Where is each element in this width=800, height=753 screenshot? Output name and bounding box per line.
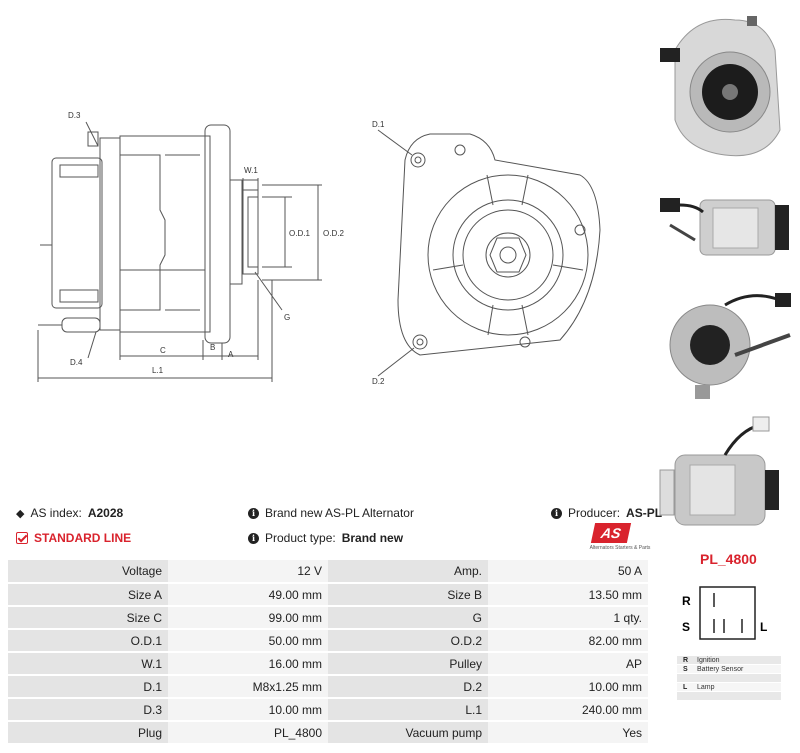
label-od2: O.D.2: [323, 229, 344, 238]
legend-value: Battery Sensor: [697, 665, 744, 673]
label-a: A: [228, 350, 234, 359]
spec-value: 12 V: [168, 560, 328, 584]
tag-icon: ◆: [16, 507, 25, 520]
info-icon: i: [248, 532, 259, 544]
spec-value: 49.00 mm: [168, 583, 328, 607]
spec-value: 50 A: [488, 560, 648, 584]
legend-value: Lamp: [697, 683, 715, 691]
spec-label: W.1: [8, 652, 168, 676]
info-icon: i: [248, 507, 259, 519]
spec-value: 10.00 mm: [168, 698, 328, 722]
spec-value: PL_4800: [168, 721, 328, 745]
producer-value: AS-PL: [626, 506, 663, 520]
standard-line-label: STANDARD LINE: [34, 531, 132, 545]
spec-value: 82.00 mm: [488, 629, 648, 653]
label-d2: D.2: [372, 377, 385, 386]
check-icon: [16, 532, 28, 544]
label-l1: L.1: [152, 366, 164, 375]
label-w1: W.1: [244, 166, 258, 175]
label-g: G: [284, 313, 290, 322]
as-pl-logo: AS Alternators Starters & Parts: [585, 523, 655, 553]
spec-label: Amp.: [328, 560, 488, 584]
label-d1: D.1: [372, 120, 385, 129]
producer-label: Producer:: [568, 506, 621, 520]
spec-label: Plug: [8, 721, 168, 745]
legend-row: [677, 692, 781, 701]
spec-value: 99.00 mm: [168, 606, 328, 630]
standard-line: STANDARD LINE: [16, 531, 131, 545]
spec-value: AP: [488, 652, 648, 676]
spec-label: L.1: [328, 698, 488, 722]
product-photo-side: [660, 198, 789, 256]
spec-label: Size A: [8, 583, 168, 607]
technical-drawing: D.3 D.4 D.1 D.2 W.1 O.D.1 O.D.2 G A B C …: [37, 111, 601, 386]
spec-value: M8x1.25 mm: [168, 675, 328, 699]
spec-value: Yes: [488, 721, 648, 745]
label-b: B: [210, 343, 215, 352]
spec-label: D.2: [328, 675, 488, 699]
pin-r-label: R: [682, 594, 691, 608]
as-index-label: AS index:: [30, 506, 82, 520]
spec-label: Size C: [8, 606, 168, 630]
legend-row: S Battery Sensor: [677, 665, 781, 674]
spec-label: O.D.2: [328, 629, 488, 653]
spec-label: Pulley: [328, 652, 488, 676]
label-d3: D.3: [68, 111, 81, 120]
producer: i Producer: AS-PL: [551, 506, 662, 520]
spec-label: Size B: [328, 583, 488, 607]
product-type-value: Brand new: [341, 531, 404, 545]
legend-row: [677, 674, 781, 683]
spec-label: G: [328, 606, 488, 630]
pin-s-label: S: [682, 620, 690, 634]
legend-row: R Ignition: [677, 656, 781, 665]
spec-label: D.1: [8, 675, 168, 699]
legend-key: R: [683, 656, 689, 664]
logo-mark: AS: [590, 523, 632, 543]
pin-l-label: L: [760, 620, 767, 634]
label-d4: D.4: [70, 358, 83, 367]
plug-diagram: R S L: [682, 586, 767, 640]
spec-label: O.D.1: [8, 629, 168, 653]
product-type: i Product type: Brand new: [248, 531, 403, 545]
as-index-value: A2028: [87, 506, 124, 520]
legend-row: L Lamp: [677, 683, 781, 692]
brand-info: i Brand new AS-PL Alternator: [248, 506, 414, 520]
product-photos: [655, 0, 800, 535]
spec-label: Voltage: [8, 560, 168, 584]
product-type-label: Product type:: [265, 531, 336, 545]
info-icon: i: [551, 507, 562, 519]
spec-value: 240.00 mm: [488, 698, 648, 722]
spec-value: 1 qty.: [488, 606, 648, 630]
legend-key: S: [683, 665, 688, 673]
plug-title: PL_4800: [700, 551, 757, 567]
product-photo-front: [660, 16, 781, 157]
spec-value: 16.00 mm: [168, 652, 328, 676]
spec-label: Vacuum pump: [328, 721, 488, 745]
product-photo-top: [659, 416, 779, 526]
legend-value: Ignition: [697, 656, 720, 664]
legend-key: L: [683, 683, 688, 691]
label-c: C: [160, 346, 166, 355]
spec-value: 50.00 mm: [168, 629, 328, 653]
brand-text: Brand new AS-PL Alternator: [265, 506, 414, 520]
spec-label: D.3: [8, 698, 168, 722]
spec-value: 13.50 mm: [488, 583, 648, 607]
logo-subtitle: Alternators Starters & Parts: [589, 545, 651, 551]
as-index: ◆ AS index: A2028: [16, 506, 123, 520]
label-od1: O.D.1: [289, 229, 310, 238]
spec-value: 10.00 mm: [488, 675, 648, 699]
product-photo-rear: [669, 293, 791, 399]
